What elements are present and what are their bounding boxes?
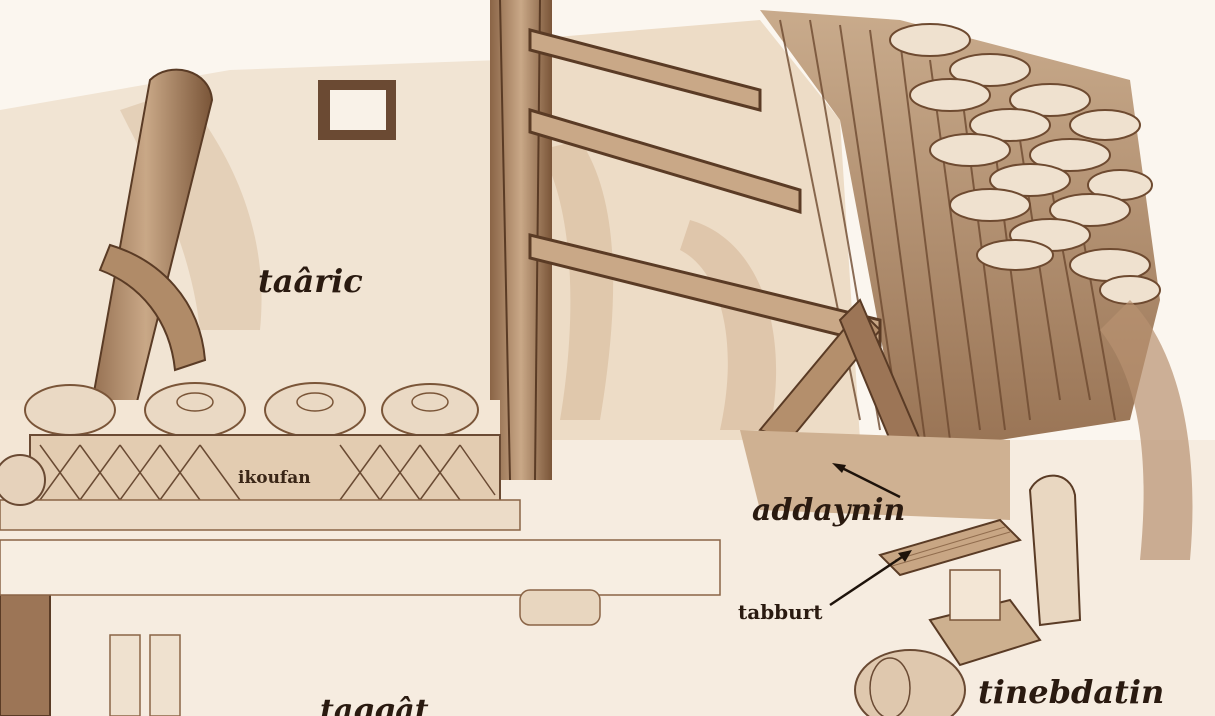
label-ikoufan: ikoufan [238, 468, 311, 488]
label-taggat: taggât [320, 693, 429, 716]
label-tabburt: tabburt [738, 600, 822, 624]
label-addaynin: addaynin [752, 493, 905, 528]
label-taaric: taâric [258, 262, 363, 300]
small-window [318, 80, 396, 140]
label-tinebdatin: tinebdatin [978, 673, 1164, 711]
